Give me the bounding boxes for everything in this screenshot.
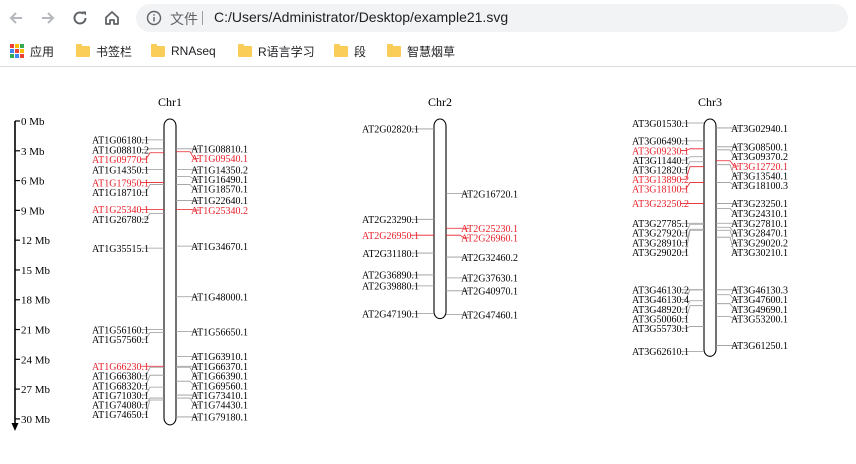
- gene-label: AT3G61250.1: [731, 341, 788, 352]
- gene-label: AT2G39880.1: [362, 282, 419, 293]
- scale-tick-label: 21 Mb: [21, 325, 51, 337]
- gene-label: AT3G29020.1: [632, 248, 689, 259]
- folder-icon: [76, 46, 90, 57]
- bookmark-label: RNAseq: [171, 44, 216, 58]
- gene-label: AT2G47460.1: [461, 310, 518, 321]
- folder-icon: [334, 46, 348, 57]
- address-separator: [202, 11, 203, 25]
- scale-tick-label: 6 Mb: [21, 176, 45, 188]
- info-icon[interactable]: [146, 10, 162, 26]
- address-bar[interactable]: 文件 C:/Users/Administrator/Desktop/exampl…: [136, 4, 848, 32]
- bookmark-label: R语言学习: [258, 43, 315, 60]
- scale-tick-label: 27 Mb: [21, 384, 51, 396]
- chromosome-body: [704, 119, 716, 356]
- bookmark-label: 段: [354, 43, 366, 60]
- gene-label: AT1G57560.1: [92, 335, 149, 346]
- chromosome-body: [164, 119, 176, 425]
- gene-label: AT1G18710.1: [92, 188, 149, 199]
- gene-label: AT1G35515.1: [92, 244, 149, 255]
- bookmark-folder[interactable]: 智慧烟草: [387, 41, 455, 61]
- browser-toolbar: 文件 C:/Users/Administrator/Desktop/exampl…: [0, 0, 856, 36]
- scale-axis-arrow: [12, 423, 19, 431]
- gene-label: AT1G26780.2: [92, 215, 149, 226]
- bookmark-folder[interactable]: 书签栏: [76, 41, 132, 61]
- gene-label: AT3G01530.1: [632, 119, 689, 130]
- gene-label: AT1G74650.1: [92, 410, 149, 421]
- gene-label: AT3G53200.1: [731, 314, 788, 325]
- bookmark-folder[interactable]: RNAseq: [151, 41, 216, 61]
- gene-label: AT2G32460.2: [461, 253, 518, 264]
- gene-label: AT3G30210.1: [731, 248, 788, 259]
- chromosome-name: Chr2: [428, 95, 452, 109]
- gene-label: AT3G18100.1: [632, 185, 689, 196]
- folder-icon: [387, 46, 401, 57]
- gene-label: AT2G23290.1: [362, 215, 419, 226]
- bookmarks-bar: 应用 书签栏 RNAseq R语言学习 段 智慧烟草: [0, 36, 856, 67]
- gene-label: AT1G09540.1: [191, 154, 248, 165]
- svg-document: 0 Mb 3 Mb 6 Mb 9 Mb 12 Mb 15 Mb 18 Mb 21 Mb 24 M…: [0, 67, 856, 459]
- gene-label: AT1G34670.1: [191, 242, 248, 253]
- apps-grid-icon: [10, 44, 24, 58]
- url-text[interactable]: C:/Users/Administrator/Desktop/example21…: [214, 9, 508, 25]
- scale-tick-label: 18 Mb: [21, 295, 51, 307]
- gene-label: AT2G26960.1: [461, 234, 518, 245]
- gene-label: AT3G23250.2: [632, 199, 689, 210]
- reload-button[interactable]: [68, 6, 92, 30]
- gene-label: AT1G14350.1: [92, 165, 149, 176]
- gene-label: AT2G31180.1: [362, 249, 419, 260]
- chromosome-name: Chr1: [158, 95, 182, 109]
- bookmark-label: 应用: [30, 43, 54, 60]
- bookmark-label: 书签栏: [96, 43, 132, 60]
- bookmark-apps[interactable]: 应用: [10, 41, 54, 61]
- gene-label: AT3G62610.1: [632, 347, 689, 358]
- scale-tick-label: 24 Mb: [21, 354, 51, 366]
- gene-label: AT2G36890.1: [362, 271, 419, 282]
- file-scheme-label: 文件: [170, 9, 198, 29]
- chromosome-map: 0 Mb 3 Mb 6 Mb 9 Mb 12 Mb 15 Mb 18 Mb 21 Mb 24 M…: [0, 67, 856, 459]
- arrow-right-icon: [39, 9, 57, 27]
- gene-label: AT2G40970.1: [461, 287, 518, 298]
- home-icon: [103, 9, 121, 27]
- gene-label: AT1G56650.1: [191, 327, 248, 338]
- bookmark-label: 智慧烟草: [407, 43, 455, 60]
- gene-label: AT2G02820.1: [362, 125, 419, 136]
- gene-label: AT1G48000.1: [191, 293, 248, 304]
- gene-label: AT1G25340.2: [191, 206, 248, 217]
- folder-icon: [238, 46, 252, 57]
- bookmark-folder[interactable]: 段: [334, 41, 366, 61]
- home-button[interactable]: [100, 6, 124, 30]
- bookmark-folder[interactable]: R语言学习: [238, 41, 315, 61]
- scale-tick-label: 0 Mb: [21, 116, 45, 128]
- back-button[interactable]: [4, 6, 28, 30]
- scale-tick-label: 30 Mb: [21, 414, 51, 426]
- scale-tick-label: 15 Mb: [21, 265, 51, 277]
- gene-label: AT2G47190.1: [362, 309, 419, 320]
- gene-label: AT1G09770.1: [92, 155, 149, 166]
- gene-label: AT2G37630.1: [461, 274, 518, 285]
- gene-label: AT2G16720.1: [461, 189, 518, 200]
- chromosome-name: Chr3: [698, 95, 722, 109]
- gene-label: AT3G55730.1: [632, 324, 689, 335]
- scale-tick-label: 12 Mb: [21, 235, 51, 247]
- chromosome-body: [434, 119, 446, 319]
- gene-label: AT3G02940.1: [731, 124, 788, 135]
- scale-tick-label: 9 Mb: [21, 205, 45, 217]
- gene-label: AT2G26950.1: [362, 231, 419, 242]
- reload-icon: [71, 9, 89, 27]
- arrow-left-icon: [7, 9, 25, 27]
- gene-label: AT1G18570.1: [191, 185, 248, 196]
- gene-label: AT1G79180.1: [191, 413, 248, 424]
- forward-button[interactable]: [36, 6, 60, 30]
- folder-icon: [151, 46, 165, 57]
- scale-tick-label: 3 Mb: [21, 146, 45, 158]
- gene-label: AT3G18100.3: [731, 181, 788, 192]
- gene-label: AT1G74430.1: [191, 400, 248, 411]
